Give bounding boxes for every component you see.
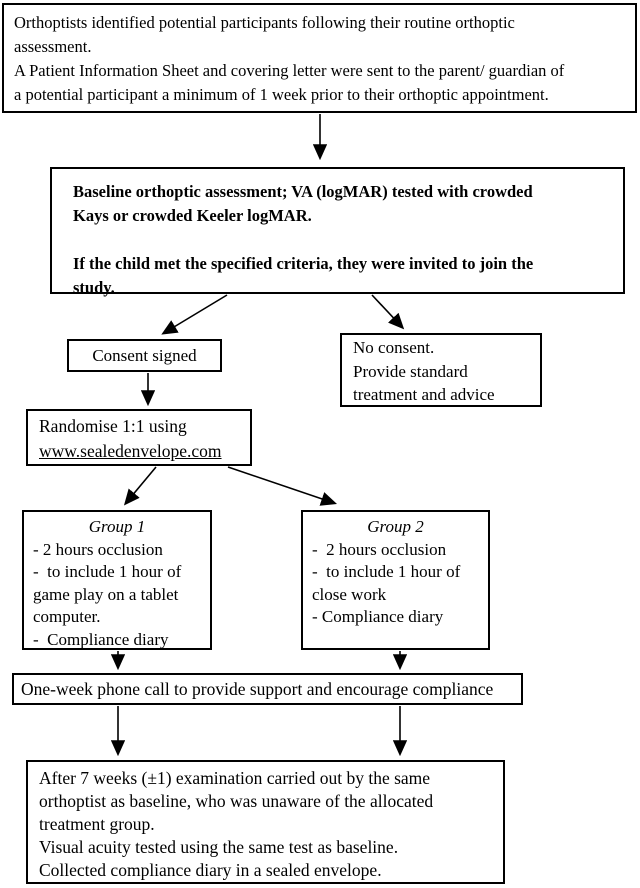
final-exam-text: After 7 weeks (±1) examination carried o… — [39, 768, 434, 880]
recruitment-box: Orthoptists identified potential partici… — [2, 3, 637, 113]
arrow-randomise-to-group2 — [227, 466, 338, 506]
arrow-randomise-to-group1 — [123, 466, 157, 506]
group2-items: - 2 hours occlusion - to include 1 hour … — [312, 539, 461, 627]
group2-box: Group 2 - 2 hours occlusion - to include… — [301, 510, 490, 650]
sealedenvelope-link[interactable]: www.sealedenvelope.com — [39, 441, 222, 461]
group1-box: Group 1 - 2 hours occlusion - to include… — [22, 510, 212, 650]
randomise-text: Randomise 1:1 using — [39, 416, 187, 436]
group2-title: Group 2 — [367, 517, 424, 536]
phone-call-text: One-week phone call to provide support a… — [21, 679, 494, 699]
consent-signed-box: Consent signed — [67, 339, 222, 372]
baseline-assessment-box: Baseline orthoptic assessment; VA (logMA… — [50, 167, 625, 297]
no-consent-box: No consent. Provide standard treatment a… — [340, 333, 542, 407]
randomise-box: Randomise 1:1 using www.sealedenvelope.c… — [26, 409, 252, 466]
final-exam-box: After 7 weeks (±1) examination carried o… — [26, 760, 505, 884]
arrow-baseline-to-consent — [161, 294, 228, 335]
baseline-assessment-text: Baseline orthoptic assessment; VA (logMA… — [73, 182, 534, 297]
group1-title: Group 1 — [88, 517, 146, 536]
recruitment-text: Orthoptists identified potential partici… — [14, 13, 565, 104]
group1-items: - 2 hours occlusion - to include 1 hour … — [33, 539, 182, 649]
phone-call-box: One-week phone call to provide support a… — [12, 673, 523, 705]
no-consent-text: No consent. Provide standard treatment a… — [353, 338, 495, 404]
consent-signed-text: Consent signed — [92, 346, 197, 365]
